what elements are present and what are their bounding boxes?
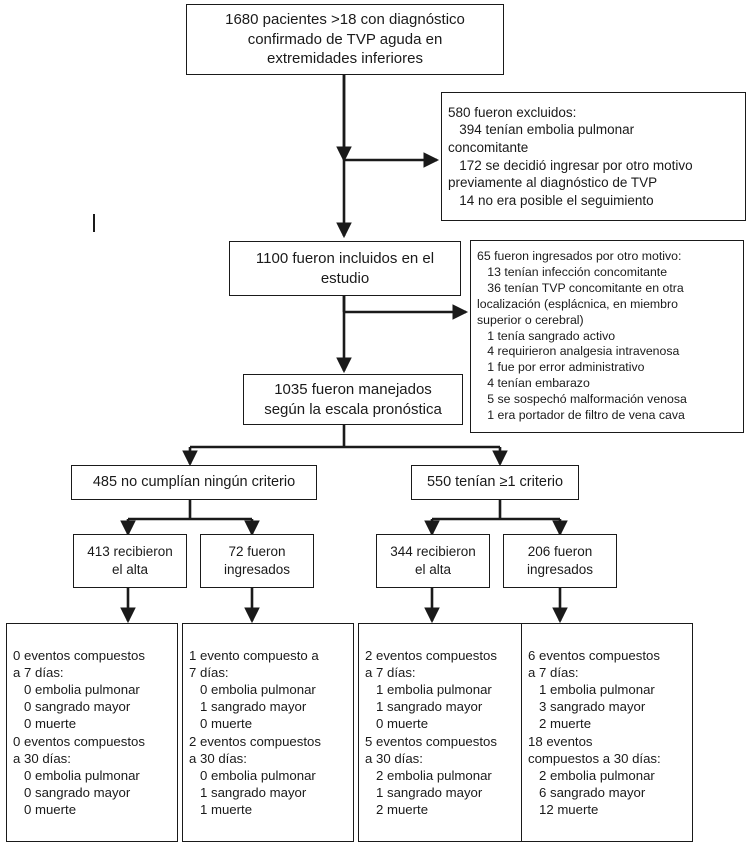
node-line: 206 fueron (527, 544, 593, 560)
node-line: estudio (320, 269, 370, 287)
node-manejados-escala: 1035 fueron manejados según la escala pr… (243, 374, 463, 425)
node-line: el alta (414, 562, 452, 577)
node-line: extremidades inferiores (267, 50, 423, 68)
node-line: 14 no era posible el seguimiento (448, 192, 654, 208)
node-outcomes-206: 6 eventos compuestos a 7 días: 1 embolia… (521, 623, 693, 842)
node-line: según la escala pronóstica (264, 400, 442, 418)
node-line: 0 muerte (365, 716, 429, 732)
node-line: 6 sangrado mayor (528, 784, 646, 800)
node-line: localización (esplácnica, en miembro (477, 296, 678, 311)
node-line: 550 tenían ≥1 criterio (426, 474, 564, 491)
node-line: 0 embolia pulmonar (13, 767, 140, 783)
node-line: 2 eventos compuestos (189, 733, 321, 749)
node-line: 0 embolia pulmonar (13, 682, 140, 698)
node-line: 65 fueron ingresados por otro motivo: (477, 248, 682, 263)
node-line: 13 tenían infección concomitante (477, 264, 668, 279)
node-line: 0 embolia pulmonar (189, 682, 316, 698)
node-line: previamente al diagnóstico de TVP (448, 175, 658, 191)
node-outcomes-72: 1 evento compuesto a 7 días: 0 embolia p… (182, 623, 354, 842)
node-line: confirmado de TVP aguda en (247, 30, 443, 48)
node-line: 12 muerte (528, 802, 599, 818)
node-line: 0 sangrado mayor (13, 699, 131, 715)
node-excluidos: 580 fueron excluidos: 394 tenían embolia… (441, 92, 746, 221)
node-line: el alta (111, 562, 149, 577)
node-line: 0 eventos compuestos (13, 733, 145, 749)
node-line: 2 muerte (528, 716, 592, 732)
node-line: 2 eventos compuestos (365, 647, 497, 663)
node-line: 6 eventos compuestos (528, 647, 660, 663)
node-line: 485 no cumplían ningún criterio (92, 474, 296, 491)
node-line: a 30 días: (13, 750, 71, 766)
node-line: 2 muerte (365, 802, 429, 818)
node-line: superior o cerebral) (477, 312, 584, 327)
node-line: 1 era portador de filtro de vena cava (477, 408, 685, 423)
node-line: a 30 días: (189, 750, 247, 766)
node-line: 5 se sospechó malformación venosa (477, 392, 687, 407)
node-line: concomitante (448, 139, 529, 155)
node-line: 0 muerte (13, 802, 77, 818)
node-line: 1 sangrado mayor (365, 699, 483, 715)
node-line: 1680 pacientes >18 con diagnóstico (225, 11, 465, 29)
node-line: 7 días: (189, 664, 229, 680)
node-line: 3 sangrado mayor (528, 699, 646, 715)
node-line: 172 se decidió ingresar por otro motivo (448, 157, 693, 173)
node-line: a 7 días: (365, 664, 416, 680)
node-line: 1 muerte (189, 802, 253, 818)
node-ingresados-otro-motivo: 65 fueron ingresados por otro motivo: 13… (470, 240, 744, 433)
node-line: 344 recibieron (390, 544, 476, 560)
node-line: 394 tenían embolia pulmonar (448, 122, 635, 138)
node-cohorte-inicial: 1680 pacientes >18 con diagnóstico confi… (186, 4, 504, 75)
node-line: 1 sangrado mayor (189, 784, 307, 800)
node-line: ingresados (526, 562, 594, 577)
node-line: 1 fue por error administrativo (477, 360, 645, 375)
node-line: 0 eventos compuestos (13, 647, 145, 663)
node-line: 1035 fueron manejados (274, 381, 432, 398)
node-line: a 7 días: (13, 664, 64, 680)
node-206-ingresados: 206 fueron ingresados (503, 534, 617, 588)
node-outcomes-344: 2 eventos compuestos a 7 días: 1 embolia… (358, 623, 530, 842)
node-line: 1 sangrado mayor (365, 784, 483, 800)
stray-tick-mark (93, 214, 95, 232)
node-con-criterio: 550 tenían ≥1 criterio (411, 465, 579, 500)
node-sin-criterio: 485 no cumplían ningún criterio (71, 465, 317, 500)
node-line: ingresados (223, 562, 291, 577)
node-line: 5 eventos compuestos (365, 733, 497, 749)
node-line: 1 embolia pulmonar (365, 682, 492, 698)
node-line: compuestos a 30 días: (528, 750, 661, 766)
node-line: a 30 días: (365, 750, 423, 766)
node-72-ingresados: 72 fueron ingresados (200, 534, 314, 588)
node-line: 1 embolia pulmonar (528, 682, 655, 698)
node-line: 413 recibieron (87, 544, 173, 560)
node-line: 1 evento compuesto a (189, 647, 319, 663)
node-line: 18 eventos (528, 733, 593, 749)
node-line: 1 tenía sangrado activo (477, 328, 616, 343)
node-344-alta: 344 recibieron el alta (376, 534, 490, 588)
node-line: 0 muerte (13, 716, 77, 732)
node-line: 0 muerte (189, 716, 253, 732)
node-413-alta: 413 recibieron el alta (73, 534, 187, 588)
node-line: 36 tenían TVP concomitante en otra (477, 280, 684, 295)
node-line: 2 embolia pulmonar (365, 767, 492, 783)
node-line: 4 tenían embarazo (477, 376, 590, 391)
node-line: 4 requirieron analgesia intravenosa (477, 344, 680, 359)
node-line: 1100 fueron incluidos en el (255, 250, 435, 267)
node-line: 72 fueron (228, 544, 286, 560)
node-outcomes-413: 0 eventos compuestos a 7 días: 0 embolia… (6, 623, 178, 842)
node-line: 2 embolia pulmonar (528, 767, 655, 783)
node-line: 580 fueron excluidos: (448, 104, 577, 120)
node-line: 1 sangrado mayor (189, 699, 307, 715)
node-line: a 7 días: (528, 664, 579, 680)
node-line: 0 sangrado mayor (13, 784, 131, 800)
node-line: 0 embolia pulmonar (189, 767, 316, 783)
node-incluidos: 1100 fueron incluidos en el estudio (229, 241, 461, 296)
